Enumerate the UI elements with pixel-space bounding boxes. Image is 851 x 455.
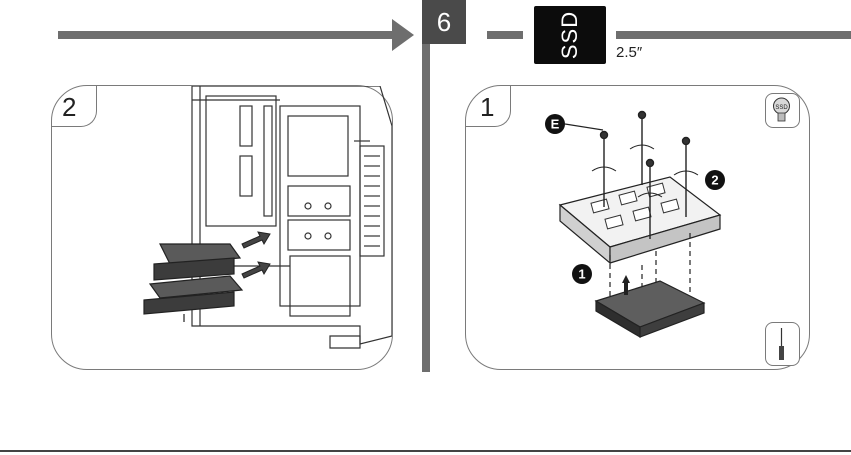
left-panel-number: 2 (62, 92, 76, 123)
step-number: 6 (422, 0, 466, 44)
ssd-mount-illustration (540, 105, 740, 345)
callout-step-b-label: 2 (711, 173, 718, 188)
top-right-bar-short (487, 31, 523, 39)
screw-icon: SSD (765, 93, 798, 126)
ssd-badge-label: SSD (534, 6, 606, 64)
right-panel-number: 1 (480, 92, 494, 123)
callout-e-marker: E (543, 112, 605, 140)
ssd-size-label: 2.5″ (616, 44, 642, 61)
callout-e-label: E (551, 117, 560, 132)
screw-icon-label: SSD (775, 105, 788, 111)
callout-step-b-marker: 2 (704, 169, 726, 191)
vertical-divider (422, 0, 430, 372)
arrow-right-icon (392, 19, 414, 51)
top-left-bar (58, 31, 398, 39)
bottom-rule (0, 450, 851, 452)
case-illustration (130, 86, 392, 368)
top-right-bar-long (616, 31, 851, 39)
callout-step-a-label: 1 (578, 267, 585, 282)
callout-step-a-marker: 1 (571, 263, 593, 285)
screwdriver-icon (765, 322, 798, 364)
